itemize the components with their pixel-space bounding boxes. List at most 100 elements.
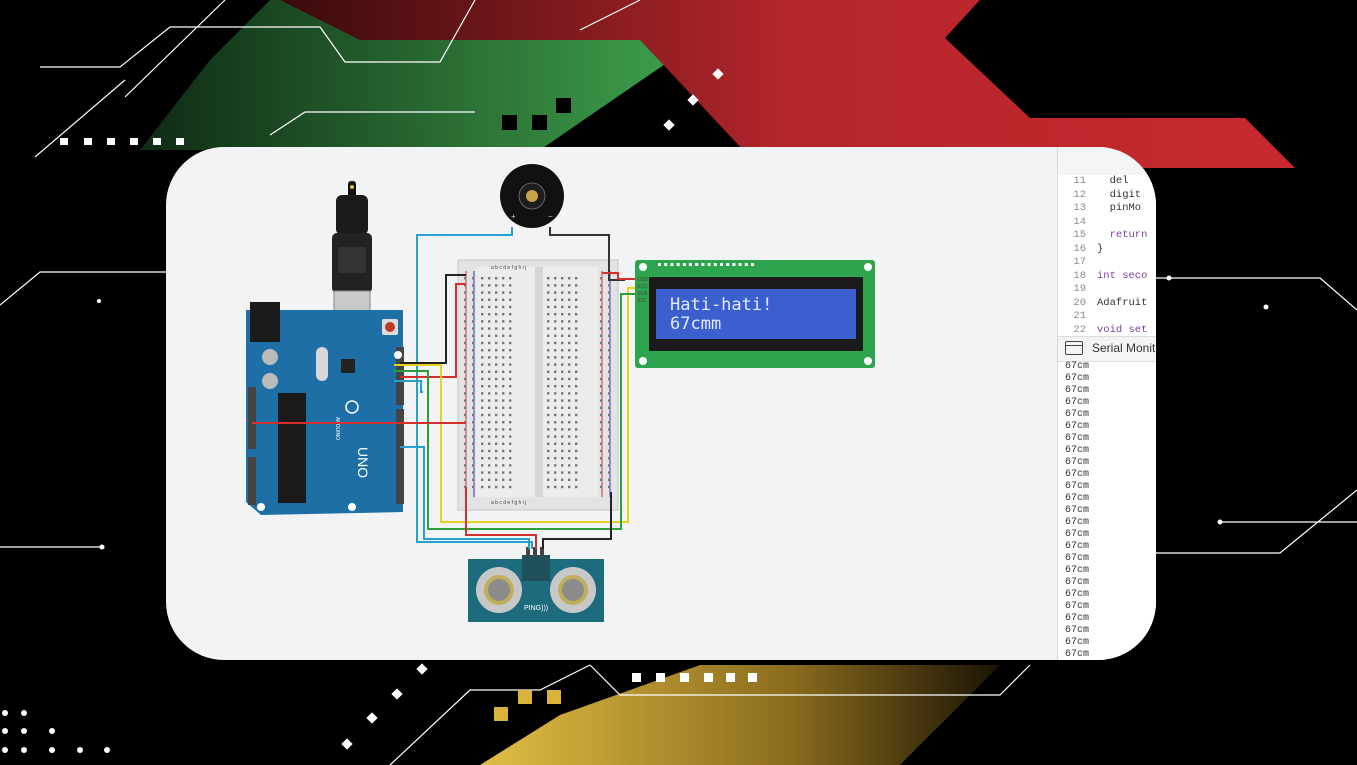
ultrasonic-sensor[interactable]: PING))) — [468, 547, 604, 622]
breadboard-hole — [554, 363, 557, 366]
arduino-board[interactable]: ARDUINO UNO — [246, 302, 404, 515]
breadboard-hole — [481, 320, 484, 323]
serial-line: 67cm — [1065, 517, 1090, 528]
breadboard-hole — [502, 291, 505, 294]
breadboard-hole — [575, 277, 578, 280]
lcd-header-pin — [744, 263, 748, 266]
breadboard-hole — [509, 327, 512, 330]
breadboard-hole — [488, 377, 491, 381]
breadboard-hole — [509, 277, 512, 280]
breadboard-hole — [608, 363, 611, 366]
breadboard-hole — [472, 349, 475, 352]
svg-text:VCC: VCC — [637, 284, 648, 290]
breadboard-hole — [488, 442, 491, 445]
breadboard-hole — [554, 471, 557, 474]
breadboard-hole — [472, 449, 475, 453]
breadboard-hole — [568, 464, 571, 467]
breadboard-hole — [554, 313, 557, 316]
breadboard-hole — [509, 485, 512, 489]
lcd-display[interactable]: Hati-hati! 67cmm GND VCC SDA SCL — [635, 260, 875, 368]
breadboard-hole — [472, 377, 475, 381]
code-line: 21 — [1073, 310, 1086, 322]
breadboard-hole — [464, 457, 467, 460]
breadboard-hole — [547, 457, 550, 460]
breadboard-hole — [575, 485, 578, 489]
breadboard-hole — [547, 334, 550, 337]
breadboard-hole — [495, 370, 498, 373]
breadboard-hole — [495, 485, 498, 489]
breadboard-hole — [608, 485, 611, 489]
lcd-header-pin — [682, 263, 686, 266]
breadboard-hole — [502, 413, 505, 417]
breadboard-hole — [488, 428, 491, 431]
serial-line: 67cm — [1065, 433, 1090, 444]
breadboard-hole — [488, 478, 491, 481]
breadboard-hole — [561, 320, 564, 323]
breadboard-hole — [481, 370, 484, 373]
lcd-header-pin — [738, 263, 742, 266]
breadboard-hole — [561, 421, 564, 424]
breadboard-hole — [472, 485, 475, 489]
breadboard-hole — [464, 356, 467, 359]
breadboard-hole — [554, 399, 557, 402]
serial-line: 67cm — [1065, 601, 1090, 612]
breadboard-hole — [568, 334, 571, 337]
breadboard-hole — [608, 305, 611, 309]
breadboard-hole — [561, 298, 564, 301]
breadboard-hole — [568, 449, 571, 453]
breadboard-hole — [554, 305, 557, 309]
breadboard-hole — [472, 284, 475, 287]
breadboard-hole — [554, 377, 557, 381]
breadboard-hole — [575, 406, 578, 409]
breadboard-hole — [554, 298, 557, 301]
breadboard-hole — [608, 349, 611, 352]
main-card: ARDUINO UNO + − a b c d e f g h i j a — [166, 147, 1156, 660]
serial-line: 67cm — [1065, 529, 1090, 540]
breadboard-hole — [608, 471, 611, 474]
breadboard-hole — [481, 305, 484, 309]
breadboard-hole — [568, 305, 571, 309]
piezo-buzzer[interactable]: + − — [500, 164, 564, 228]
breadboard-hole — [554, 356, 557, 359]
serial-monitor-header[interactable]: Serial Monit — [1058, 336, 1156, 362]
breadboard-hole — [575, 305, 578, 309]
breadboard-hole — [502, 341, 505, 345]
breadboard-hole — [481, 327, 484, 330]
breadboard-hole — [561, 349, 564, 352]
breadboard-hole — [554, 327, 557, 330]
breadboard-hole — [575, 392, 578, 395]
breadboard-hole — [575, 428, 578, 431]
breadboard-hole — [568, 399, 571, 402]
lcd-header-pin — [701, 263, 705, 266]
breadboard-hole — [568, 370, 571, 373]
breadboard-hole — [481, 334, 484, 337]
breadboard-hole — [495, 449, 498, 453]
code-line: 15 return — [1073, 229, 1148, 241]
breadboard-hole — [600, 392, 603, 395]
breadboard-hole — [472, 471, 475, 474]
lcd-header-pin — [751, 263, 754, 266]
breadboard-hole — [561, 478, 564, 481]
lcd-line-1: Hati-hati! — [670, 295, 772, 315]
breadboard-hole — [472, 428, 475, 431]
breadboard-hole — [481, 377, 484, 381]
breadboard-hole — [509, 298, 512, 301]
breadboard-hole — [575, 471, 578, 474]
breadboard-hole — [481, 363, 484, 366]
lcd-header-pin — [726, 263, 730, 266]
breadboard-hole — [472, 341, 475, 345]
svg-text:SCL: SCL — [637, 298, 647, 304]
breadboard-hole — [600, 313, 603, 316]
breadboard-hole — [502, 435, 505, 438]
breadboard-hole — [502, 442, 505, 445]
lcd-header-pin — [658, 263, 661, 266]
breadboard-hole — [561, 284, 564, 287]
breadboard-hole — [561, 428, 564, 431]
breadboard-hole — [509, 320, 512, 323]
circuit-canvas[interactable]: ARDUINO UNO + − a b c d e f g h i j a — [166, 147, 1058, 660]
breadboard-hole — [464, 478, 467, 481]
breadboard-hole — [608, 334, 611, 337]
breadboard-hole — [554, 341, 557, 345]
breadboard[interactable]: a b c d e f g h i j a b c d e f g h i j — [457, 259, 619, 511]
